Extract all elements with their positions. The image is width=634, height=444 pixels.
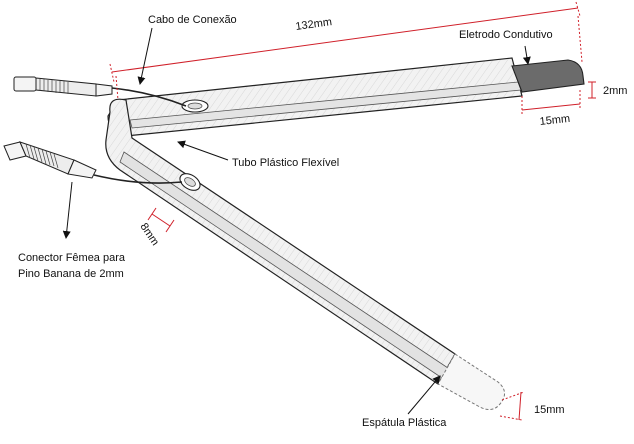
upper-connector-grip-icon [35,77,97,97]
electrode-width-dimension-line [521,103,581,111]
electrode-width-dimension-label: 15mm [539,113,571,128]
dimension-lines [109,1,596,421]
upper-connector-plug [13,76,37,92]
connector-label-line2: Pino Banana de 2mm [18,268,124,280]
lower-arm-inner-strip [119,151,449,379]
tube-leader-arrow [177,140,229,161]
electrode-label: Eletrodo Condutivo [459,29,553,41]
lower-cable-wire [93,174,183,184]
plastic-spatula [437,353,505,410]
cable-leader-arrow [137,27,153,85]
thickness-dimension-label: 2mm [603,85,627,97]
upper-arm [107,57,523,137]
length-dimension-line [111,7,579,73]
hole-offset-dimension-label: 8mm [138,221,162,248]
leader-arrows [62,27,531,415]
lower-connector-grip-icon [19,141,75,175]
hole-offset-dimension-line [151,213,171,227]
connection-cables [3,76,187,184]
conductive-electrode [511,59,585,93]
spatula-width-dimension-label: 15mm [534,404,565,416]
spatula-leader-arrow [407,375,441,415]
connector-label-line1: Conector Fêmea para [18,252,126,264]
spatula-width-dimension-line [518,391,522,421]
upper-cable-wire [111,87,187,107]
length-dimension-label: 132mm [295,16,333,33]
electrode-leader-arrow [522,45,531,65]
spatula-label: Espátula Plástica [362,417,447,429]
tube-label: Tubo Plástico Flexível [232,157,339,169]
cable-label: Cabo de Conexão [148,14,237,26]
connector-leader-arrow [62,181,73,239]
